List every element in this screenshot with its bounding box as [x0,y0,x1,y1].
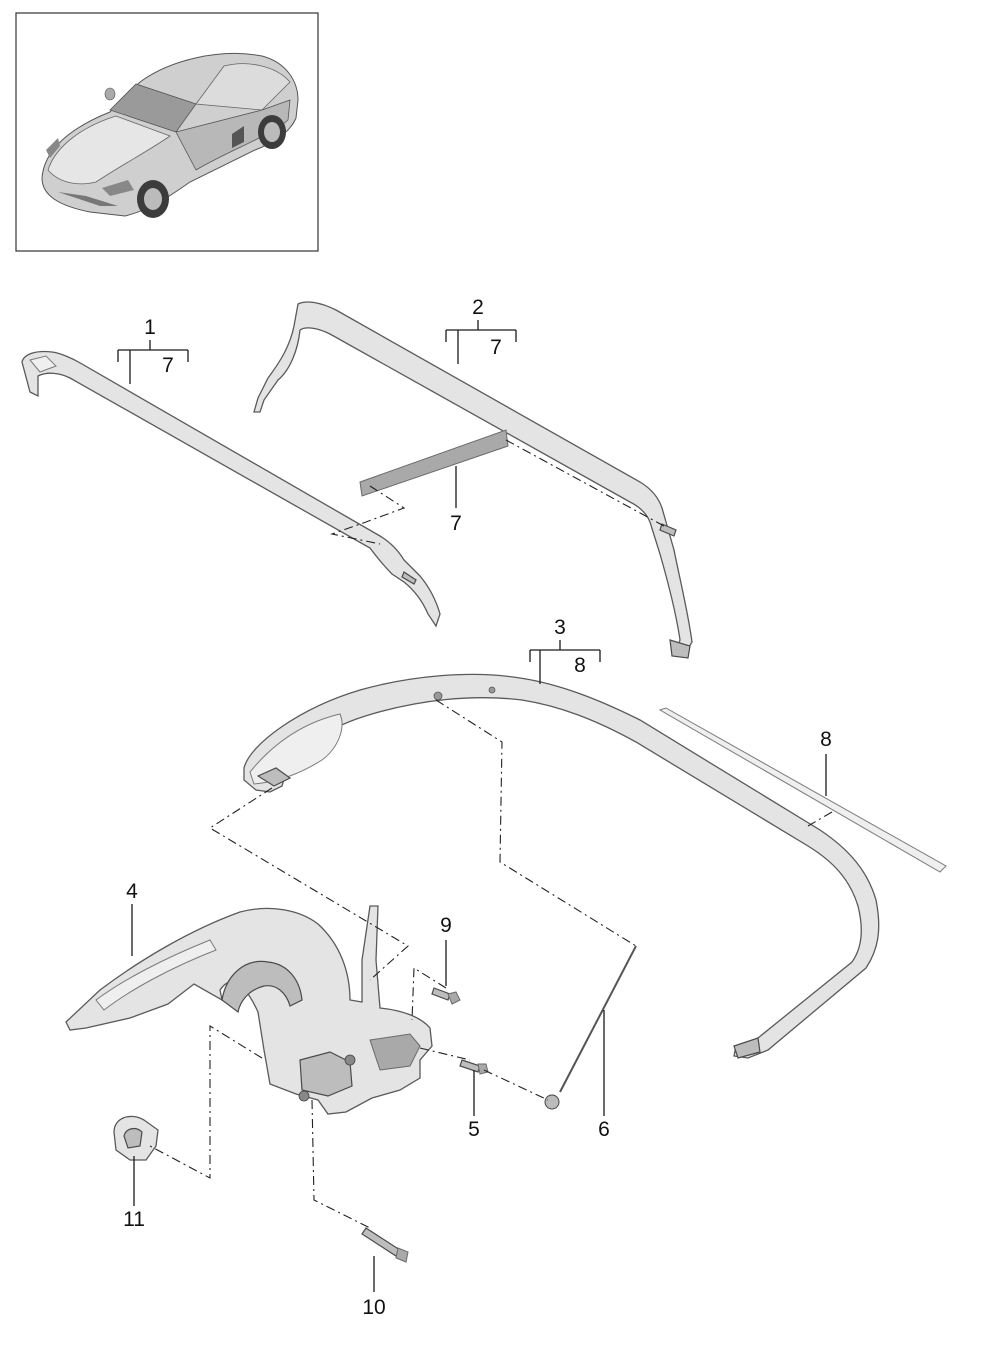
callout-5: 5 [468,1118,480,1141]
part-7-seal-strip [359,429,509,497]
callout-6: 6 [598,1118,610,1141]
callout-labels: 1 7 2 7 3 8 7 8 4 9 5 6 10 11 [123,296,832,1319]
part-9-bolt [431,987,461,1005]
callout-8: 8 [820,728,832,751]
car-illustration [41,53,299,218]
part-6-cable [544,945,637,1110]
part-4-hinge-bracket [65,905,433,1115]
callout-1-sub: 7 [162,354,174,377]
callout-9: 9 [440,914,452,937]
part-1-roof-bow-front [21,350,441,628]
part-10-bolt [361,1227,409,1263]
part-5-bolt [459,1059,489,1075]
part-3-roof-frame [243,673,880,1059]
part-2-roof-bow-rear [253,301,693,659]
callout-10: 10 [362,1296,385,1319]
callout-2-sub: 7 [490,336,502,359]
callout-11: 11 [123,1208,145,1231]
callout-7: 7 [450,512,462,535]
callout-2: 2 [472,296,484,319]
callout-4: 4 [126,880,138,903]
callout-1: 1 [144,316,156,339]
callout-3: 3 [554,616,566,639]
part-11-clip [113,1115,159,1161]
assembly-lines [149,439,833,1229]
callout-3-sub: 8 [574,654,586,677]
part-8-seal-strip [658,707,947,873]
leader-lines [117,320,827,1292]
vehicle-thumbnail [15,12,319,252]
